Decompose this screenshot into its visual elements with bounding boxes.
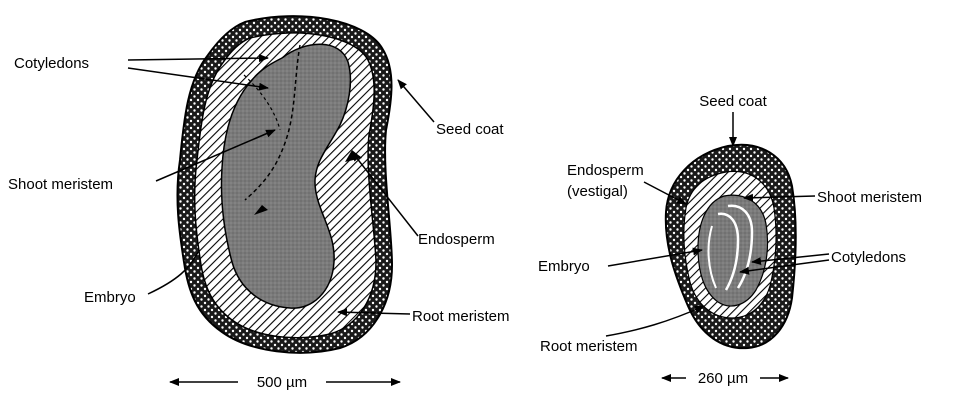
- right-label-endosperm: Endosperm: [567, 162, 644, 179]
- right-label-root-meristem: Root meristem: [540, 338, 638, 355]
- left-label-endosperm: Endosperm: [418, 231, 495, 248]
- left-label-seed-coat: Seed coat: [436, 121, 504, 138]
- right-label-cotyledons: Cotyledons: [831, 249, 906, 266]
- left-label-root-meristem: Root meristem: [412, 308, 510, 325]
- right-label-embryo: Embryo: [538, 258, 590, 275]
- right-scale-bar-label: 260 µm: [698, 370, 748, 387]
- left-label-shoot-meristem: Shoot meristem: [8, 176, 113, 193]
- left-label-cotyledons: Cotyledons: [14, 55, 89, 72]
- right-label-endosperm-vestigal: (vestigal): [567, 183, 628, 200]
- left-seed: [177, 16, 392, 353]
- left-label-embryo: Embryo: [84, 289, 136, 306]
- right-label-seed-coat: Seed coat: [699, 93, 767, 110]
- left-leader-seed-coat: [398, 80, 434, 122]
- left-scale-bar-label: 500 µm: [257, 374, 307, 391]
- right-seed: [666, 145, 796, 348]
- right-scale-bar: 260 µm: [662, 370, 788, 387]
- right-label-shoot-meristem: Shoot meristem: [817, 189, 922, 206]
- left-scale-bar: 500 µm: [170, 374, 400, 391]
